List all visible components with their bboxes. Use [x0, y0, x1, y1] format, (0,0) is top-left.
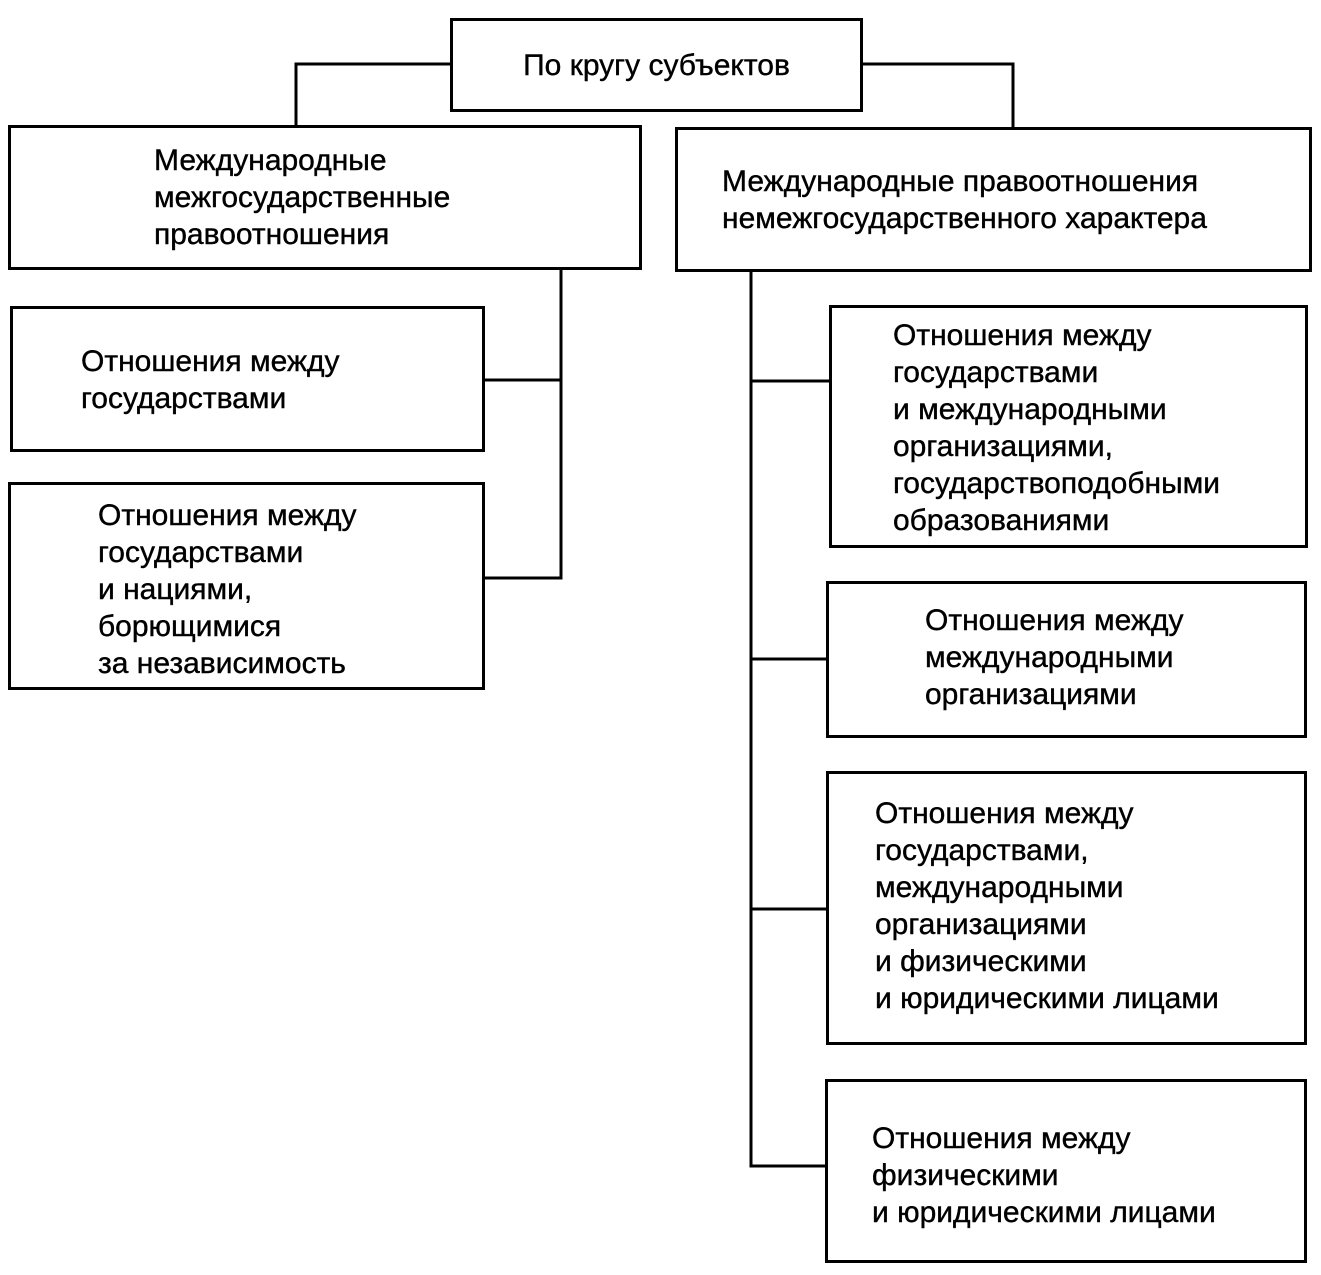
leaf-label-states-intl-orgs: Отношения между государствами и междунар…: [893, 319, 1221, 537]
leaf-label-intl-orgs: Отношения между международными организац…: [925, 604, 1184, 711]
branch-node-interstate: Международные межгосударственные правоот…: [8, 125, 642, 270]
leaf-node-intl-orgs: Отношения между международными организац…: [826, 581, 1307, 738]
leaf-node-states-orgs-persons: Отношения между государствами, междунаро…: [826, 771, 1307, 1045]
leaf-label-persons: Отношения между физическими и юридически…: [872, 1122, 1216, 1229]
leaf-label-states-nations: Отношения между государствами и нациями,…: [98, 499, 357, 680]
leaf-node-persons: Отношения между физическими и юридически…: [825, 1079, 1307, 1263]
connector-root-right: [862, 62, 1015, 128]
leaf-node-states-nations: Отношения между государствами и нациями,…: [8, 482, 485, 690]
connector-left-spine: [484, 268, 563, 580]
leaf-label-states-orgs-persons: Отношения между государствами, междунаро…: [875, 797, 1219, 1015]
leaf-node-states: Отношения между государствами: [10, 306, 485, 452]
branch-node-non-interstate: Международные правоотношения немежгосуда…: [675, 127, 1312, 272]
leaf-label-states: Отношения между государствами: [81, 345, 340, 415]
leaf-node-states-intl-orgs: Отношения между государствами и междунар…: [829, 305, 1308, 548]
connector-right-spine: [749, 270, 828, 1168]
root-node: По кругу субъектов: [450, 18, 863, 112]
root-label: По кругу субъектов: [523, 49, 790, 82]
branch-label-non-interstate: Международные правоотношения немежгосуда…: [722, 165, 1207, 235]
branch-label-interstate: Международные межгосударственные правоот…: [154, 144, 451, 251]
connector-root-left: [294, 62, 451, 126]
